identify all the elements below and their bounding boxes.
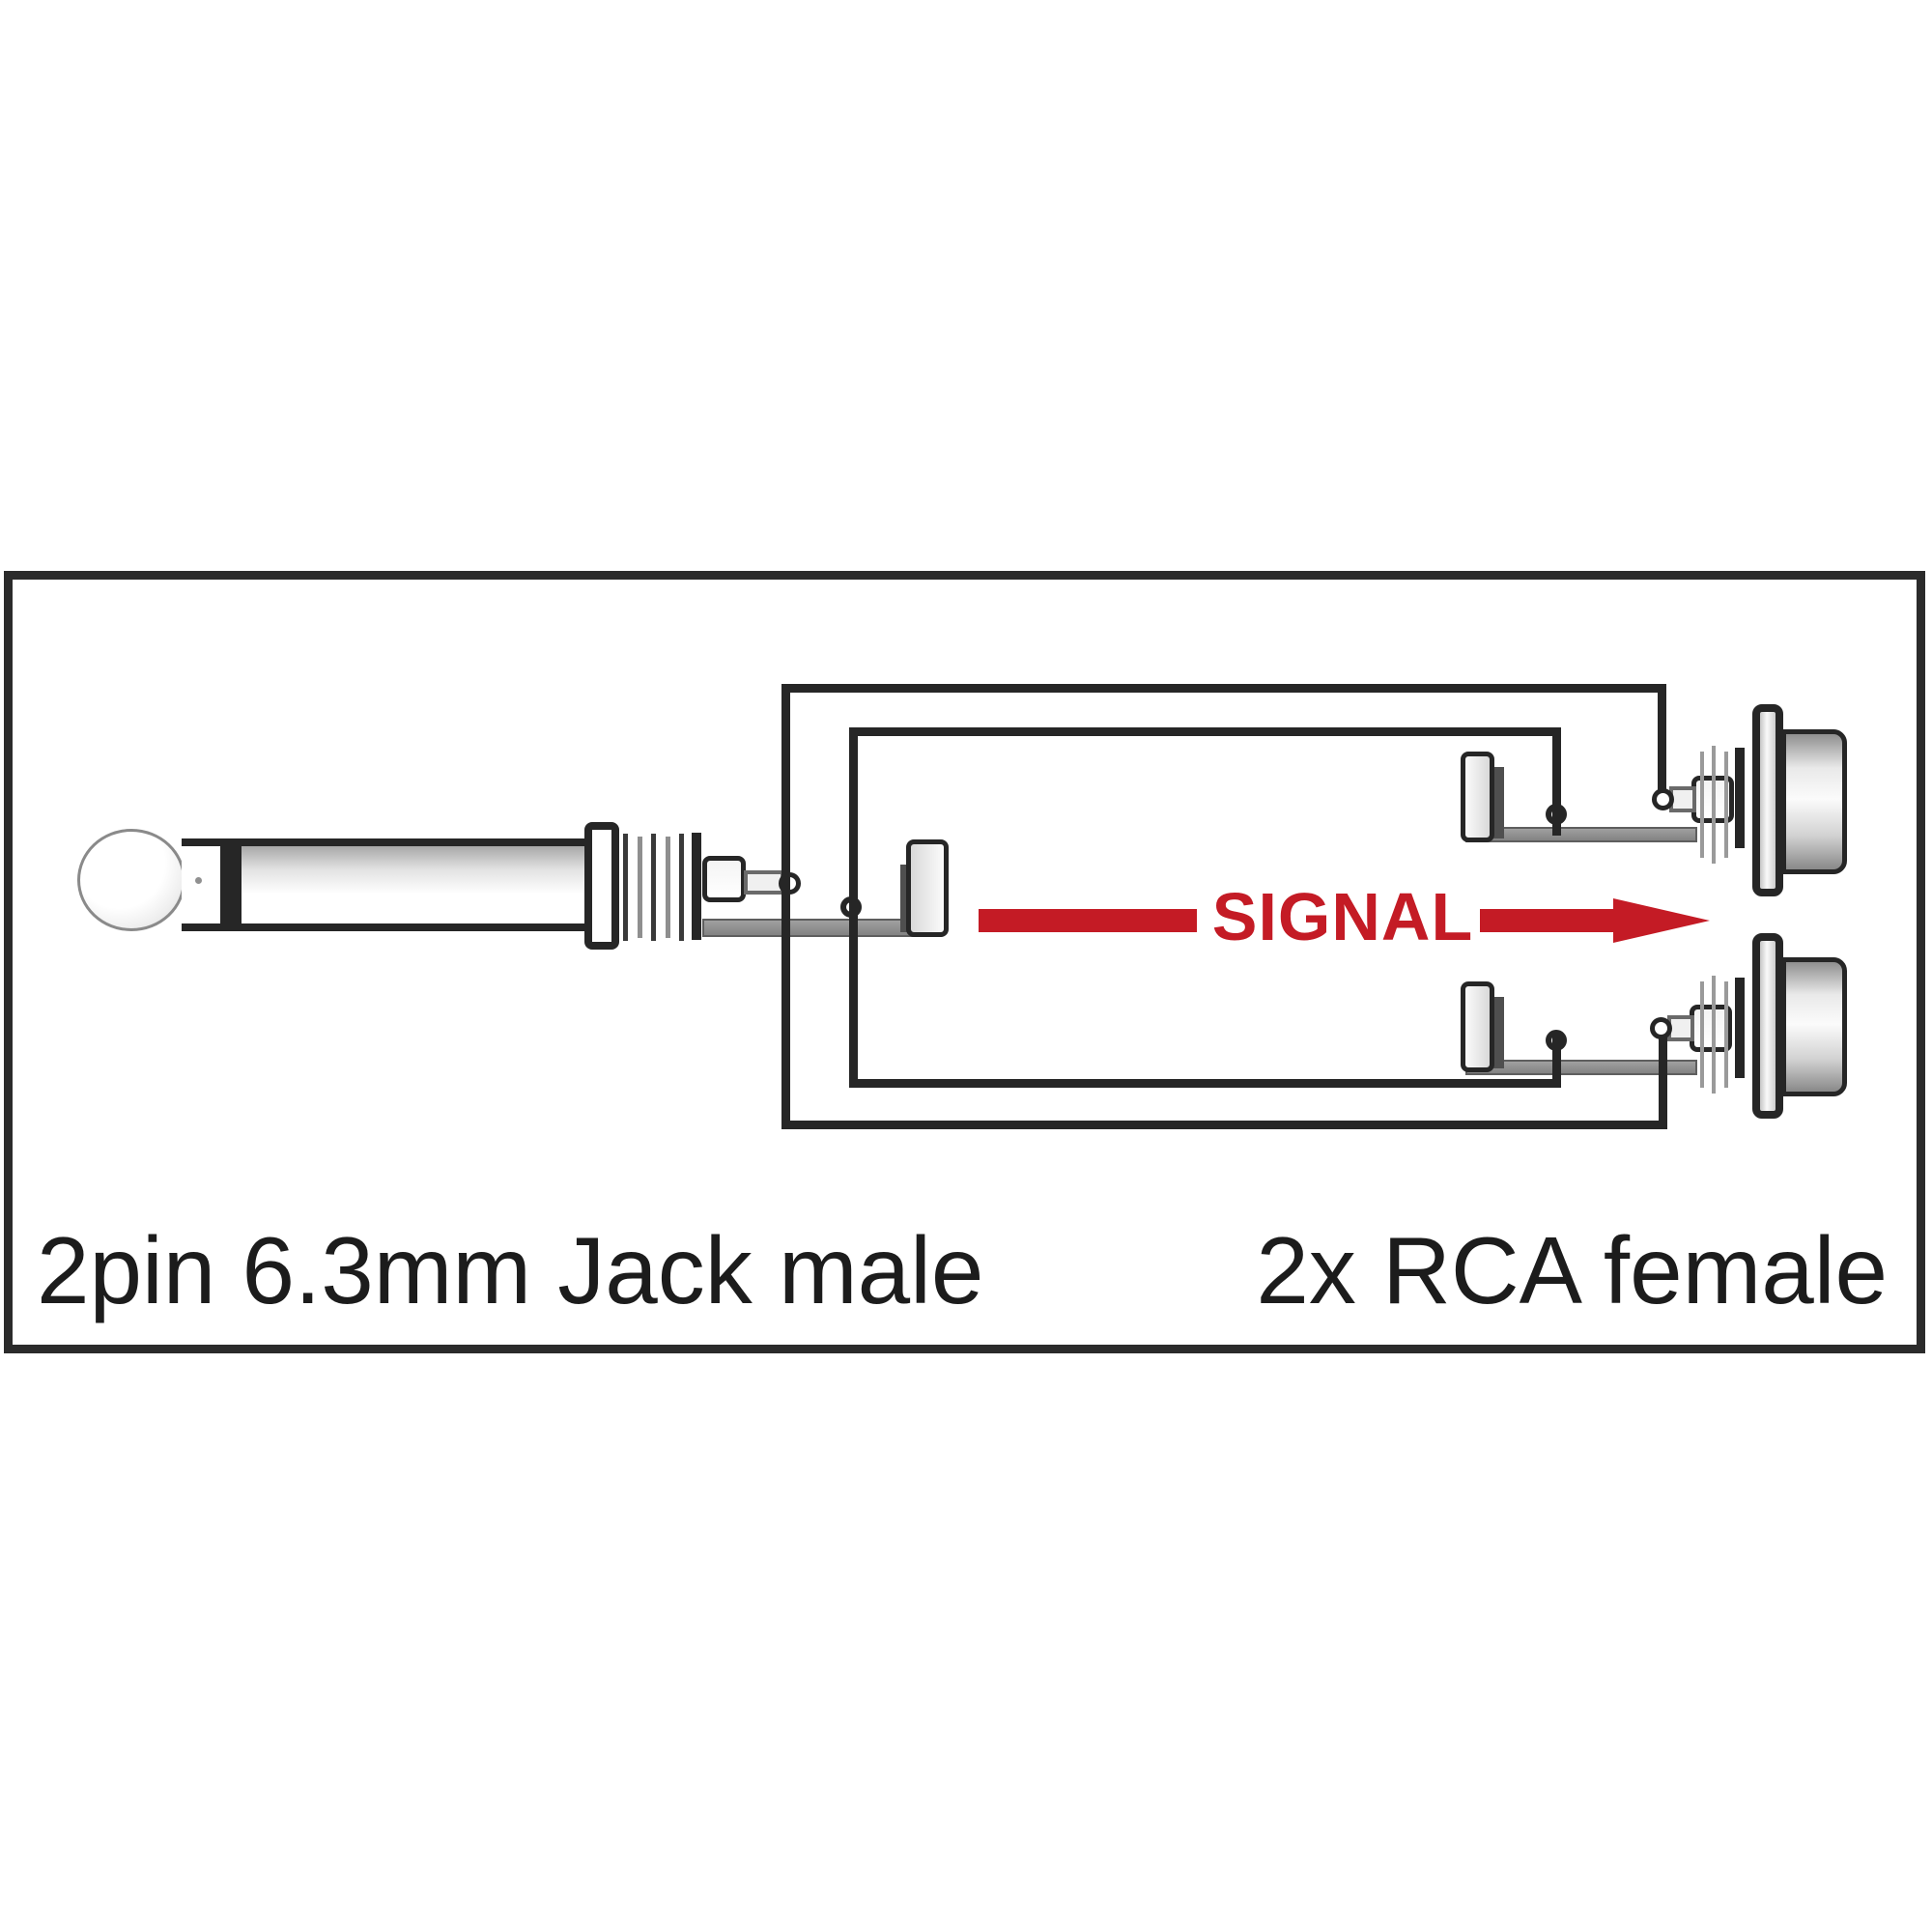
jack-thread-line <box>638 837 642 938</box>
rca-bottom-terminal-plate <box>1461 981 1494 1072</box>
rca-bottom-pin-ball <box>1650 1017 1672 1039</box>
jack-tip-ball <box>77 829 185 931</box>
signal-arrow-shaft-right <box>1480 909 1613 932</box>
rca-bottom-panel <box>1752 933 1783 1119</box>
ground-wire-right-bottom <box>1552 1034 1561 1088</box>
rca-top-socket-barrel <box>1781 729 1847 874</box>
rca-bottom-spring-contact <box>1724 981 1728 1088</box>
ground-wire-top <box>849 727 1561 736</box>
ground-wire-left <box>849 727 858 1088</box>
left-connector-label: 2pin 6.3mm Jack male <box>37 1217 984 1323</box>
jack-tip-neck <box>182 838 222 931</box>
jack-insulator-ring <box>220 838 242 931</box>
jack-sleeve-barrel <box>242 838 586 931</box>
signal-wire-bottom <box>781 1121 1667 1129</box>
jack-pin-base <box>702 856 746 902</box>
rca-top-pin-ball <box>1652 788 1674 810</box>
rca-bottom-contact-bar <box>1735 978 1745 1078</box>
signal-wire-right-top <box>1658 684 1666 802</box>
jack-thread-line <box>679 834 684 941</box>
rca-bottom-spring-contact <box>1700 981 1704 1088</box>
rca-top-spring-contact <box>1724 752 1728 858</box>
jack-collar <box>584 822 619 950</box>
signal-arrow-shaft-left <box>979 909 1197 932</box>
jack-thread-end-bar <box>692 833 701 940</box>
rca-top-spring-contact <box>1712 746 1716 864</box>
jack-neck-dot <box>195 877 202 884</box>
signal-wire-top <box>781 684 1666 693</box>
rca-top-spring-contact <box>1700 752 1704 858</box>
jack-thread-line <box>623 834 628 941</box>
diagram-frame <box>4 571 1925 1353</box>
jack-thread-line <box>666 837 670 938</box>
jack-thread-line <box>651 834 656 941</box>
rca-top-panel <box>1752 704 1783 896</box>
signal-wire-left <box>781 684 790 1129</box>
ground-wire-right-top <box>1552 727 1561 836</box>
signal-arrow-head <box>1613 898 1710 943</box>
right-connector-label: 2x RCA female <box>1256 1217 1888 1323</box>
rca-bottom-spring-contact <box>1712 976 1716 1094</box>
rca-bottom-socket-barrel <box>1781 957 1847 1096</box>
rca-top-terminal-plate <box>1461 752 1494 842</box>
jack-terminal-plate <box>906 839 949 937</box>
signal-wire-right-bottom <box>1659 1028 1667 1129</box>
rca-top-contact-bar <box>1735 748 1745 848</box>
ground-wire-bottom <box>849 1079 1561 1088</box>
signal-label: SIGNAL <box>1211 879 1474 954</box>
